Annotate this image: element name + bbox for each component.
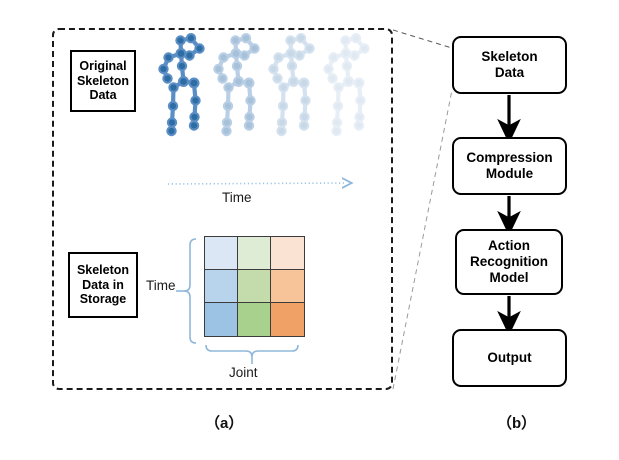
storage-cell-r0-c2 xyxy=(271,237,304,270)
panel-a-caption: （a） xyxy=(205,415,244,432)
grid-col-axis-label: Joint xyxy=(229,365,258,380)
time-axis-label: Time xyxy=(222,190,252,205)
panel-a-frame xyxy=(52,28,393,390)
storage-tensor-grid xyxy=(204,236,305,337)
flow-node-label-line: Compression xyxy=(466,149,553,165)
storage-cell-r2-c0 xyxy=(205,303,238,336)
flow-node-label-line: Action xyxy=(488,237,530,253)
label-original-skeleton-data: Original Skeleton Data xyxy=(70,50,136,112)
time-axis-arrow xyxy=(167,183,345,184)
label-line: Data xyxy=(89,88,117,103)
flow-node-label-line: Skeleton xyxy=(481,48,538,64)
label-skeleton-data-in-storage: Skeleton Data in Storage xyxy=(68,252,138,318)
connector-bottom xyxy=(392,89,453,390)
label-line: Data in xyxy=(82,277,124,292)
storage-cell-r1-c2 xyxy=(271,270,304,303)
storage-cell-r0-c0 xyxy=(205,237,238,270)
storage-cell-r2-c2 xyxy=(271,303,304,336)
flow-node-label-line: Output xyxy=(487,349,532,365)
flow-node-label-line: Recognition xyxy=(470,253,548,269)
label-line: Storage xyxy=(79,292,127,307)
flow-node-label-line: Module xyxy=(485,166,534,181)
label-line: Original xyxy=(79,58,127,73)
storage-cell-r1-c0 xyxy=(205,270,238,303)
label-line: Skeleton xyxy=(76,73,130,88)
storage-cell-r2-c1 xyxy=(238,303,271,336)
panel-b-caption: （b） xyxy=(497,415,537,432)
flow-node-label-line: Model xyxy=(489,270,529,286)
flow-node-output[interactable]: Output xyxy=(452,329,567,387)
storage-cell-r1-c1 xyxy=(238,270,271,303)
flow-node-label-line: Data xyxy=(494,65,525,80)
storage-cell-r0-c1 xyxy=(238,237,271,270)
label-line: Skeleton xyxy=(76,262,130,277)
connector-top xyxy=(392,29,453,49)
grid-row-axis-label: Time xyxy=(146,278,176,293)
